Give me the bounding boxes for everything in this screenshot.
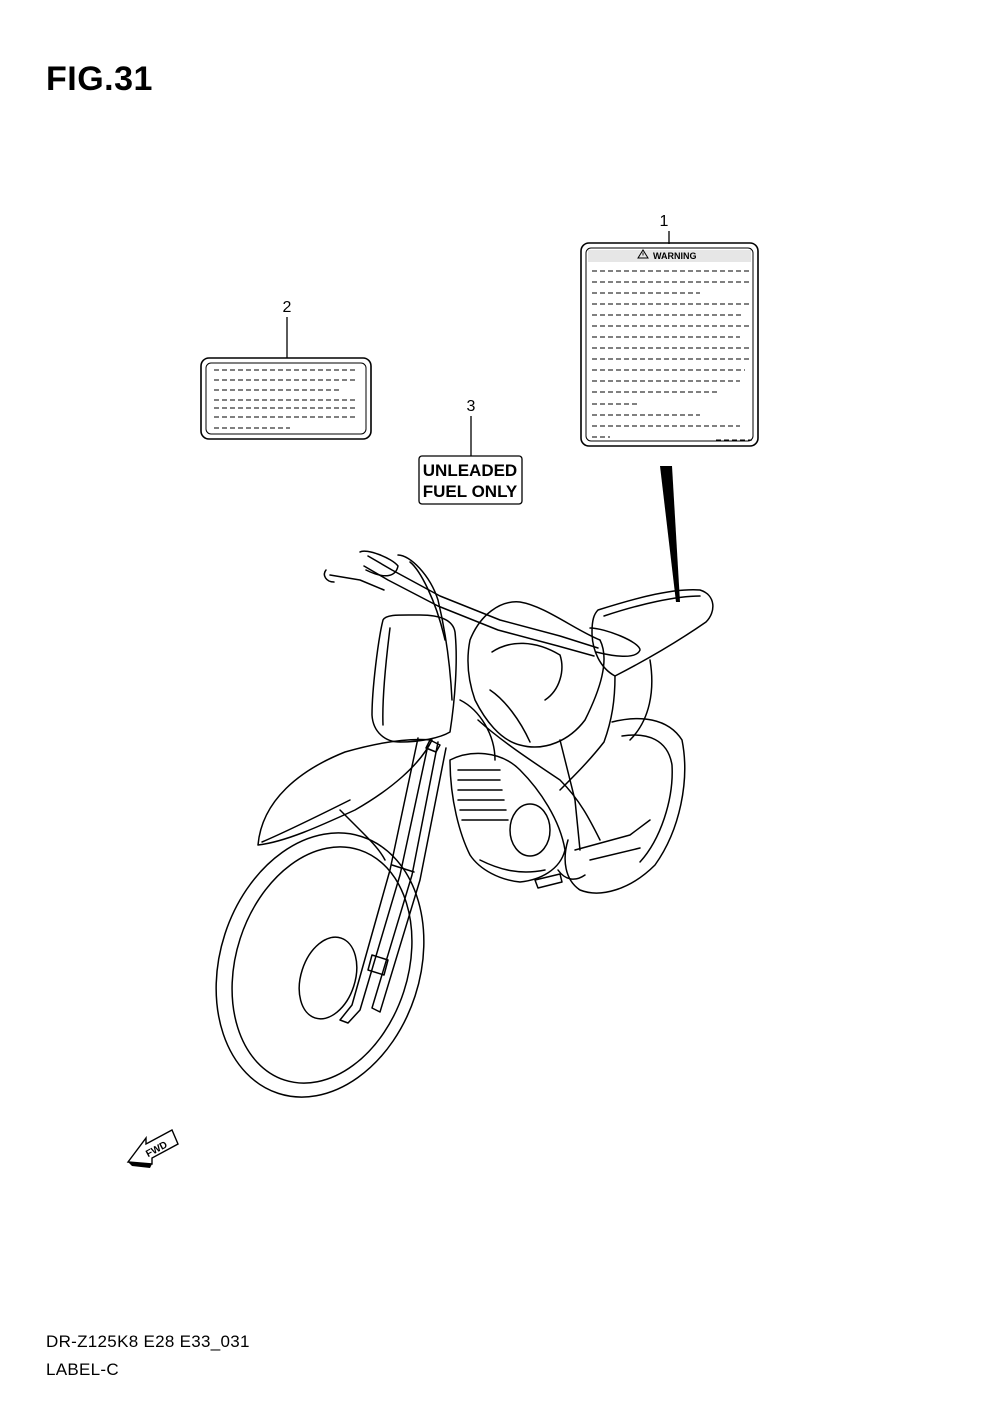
footpeg (534, 873, 563, 889)
front-number-plate (371, 614, 457, 743)
warning-label[interactable]: WARNING (580, 242, 759, 447)
front-fender (257, 738, 433, 846)
info-text-lines (214, 369, 358, 429)
handlebar (323, 550, 641, 701)
callout-number-3: 3 (467, 398, 476, 415)
fuel-label-line-2: FUEL ONLY (423, 482, 518, 501)
warning-text-lines (592, 270, 752, 441)
info-label[interactable] (200, 357, 372, 440)
fuel-tank[interactable] (467, 601, 605, 748)
callout-3: 3 (467, 398, 476, 456)
callout-2: 2 (283, 299, 292, 358)
model-code: DR-Z125K8 E28 E33_031 (46, 1332, 250, 1351)
exhaust-pipe (339, 699, 496, 861)
warning-heading: WARNING (653, 251, 697, 261)
front-fork (339, 737, 447, 1024)
motorcycle-illustration (215, 550, 714, 1098)
rear-wheel (564, 717, 686, 894)
callout-1: 1 (660, 213, 670, 244)
frame (477, 719, 651, 880)
warning-triangle-icon (637, 249, 649, 259)
front-wheel (215, 832, 425, 1098)
figure-title: FIG.31 (46, 60, 153, 98)
fwd-arrow-icon: FWD (126, 1129, 179, 1168)
engine (449, 752, 566, 883)
label-location-pointer (660, 466, 680, 602)
seat[interactable] (559, 589, 714, 791)
fuel-label[interactable]: UNLEADED FUEL ONLY (418, 455, 523, 505)
callout-number-1: 1 (660, 213, 669, 230)
group-name: LABEL-C (46, 1360, 119, 1379)
fuel-label-line-1: UNLEADED (423, 461, 517, 480)
callout-number-2: 2 (283, 299, 292, 316)
